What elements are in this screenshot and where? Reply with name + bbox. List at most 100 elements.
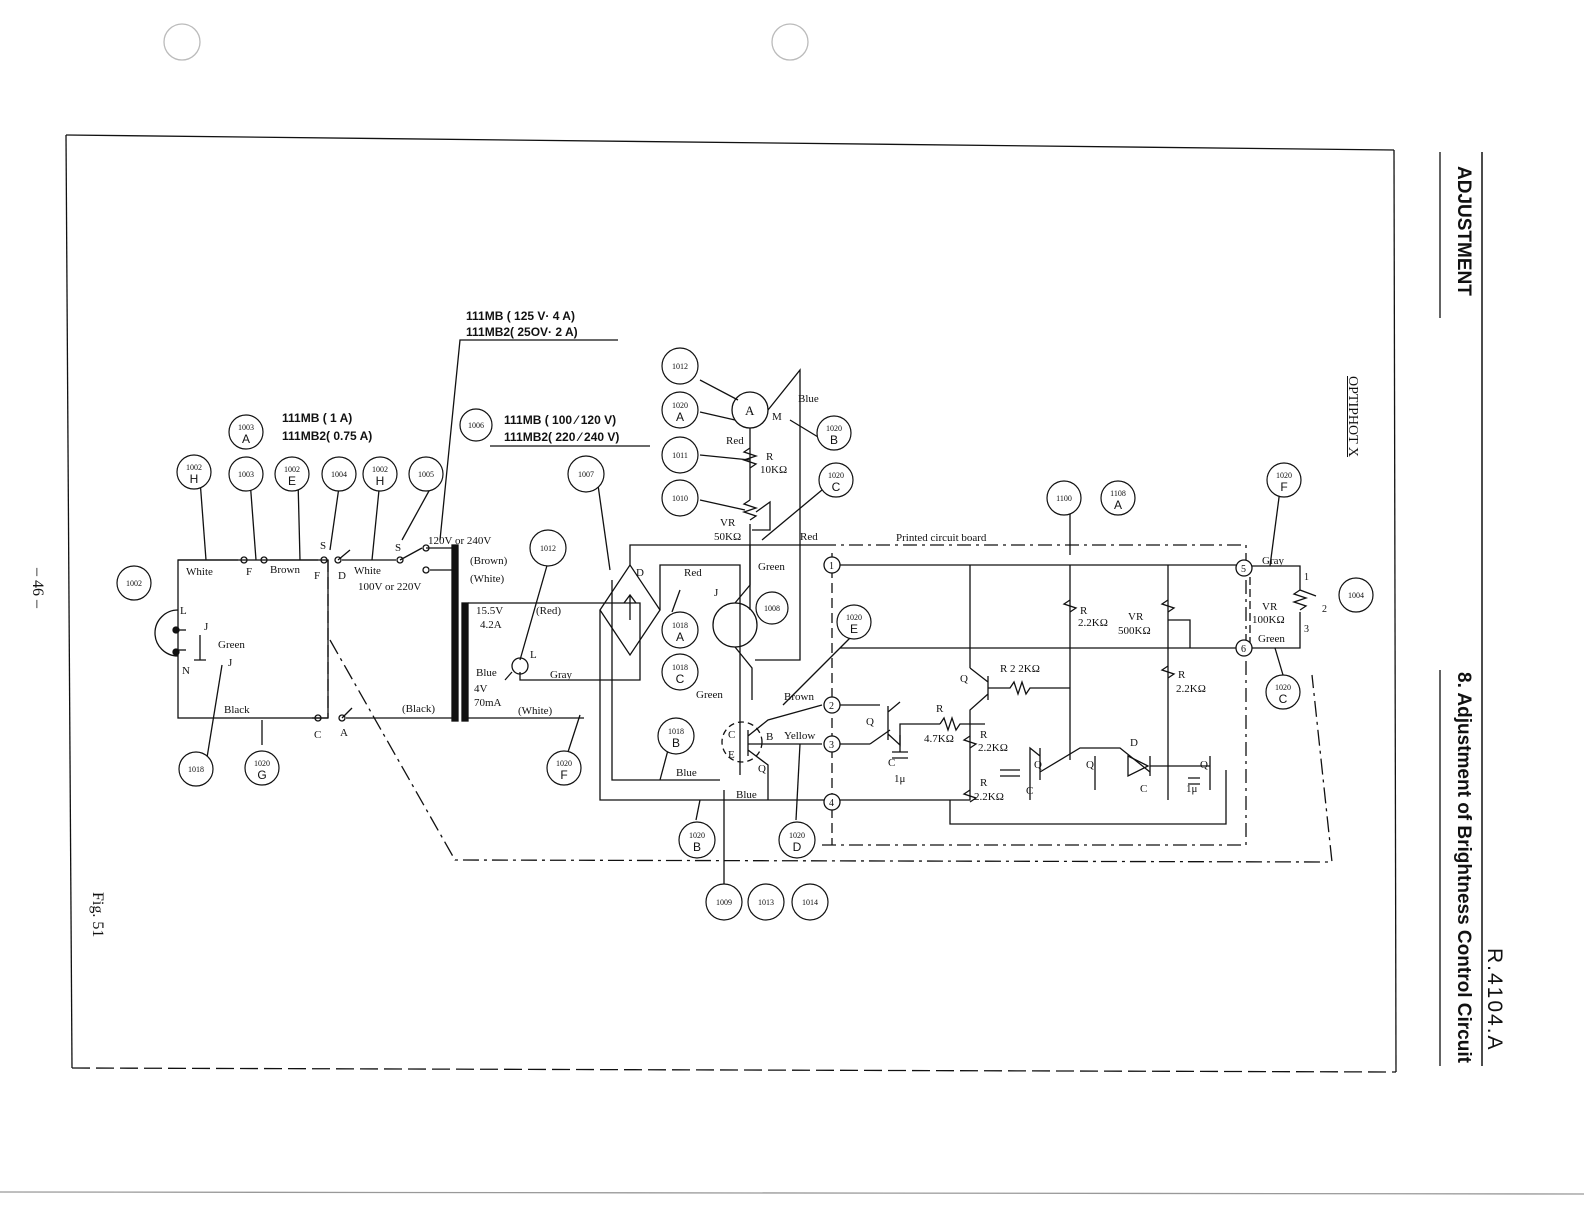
terminal-5: 5 [1241, 564, 1246, 575]
label-c2-value: 1μ [1186, 783, 1198, 795]
label-d: D [338, 570, 346, 582]
callout-number: 1009 [716, 898, 732, 907]
label-blue-bot2: Blue [736, 789, 757, 801]
callout-c1014: 1014 [791, 883, 829, 921]
callout-c1011: 1011 [661, 436, 699, 474]
callout-c1012a: 1012 [661, 347, 699, 385]
callout-number: 1007 [578, 470, 594, 479]
terminal-4: 4 [829, 798, 834, 809]
callout-letter: A [676, 410, 684, 424]
callout-number: 1004 [1348, 591, 1364, 600]
label-r2-value: 2 2KΩ [1010, 663, 1040, 675]
callout-number: 1020 [828, 471, 844, 480]
callout-c1005: 1005 [408, 456, 444, 492]
callout-letter: C [832, 480, 841, 494]
label-vr2-value: 100KΩ [1252, 614, 1285, 626]
callout-c1009: 1009 [705, 883, 743, 921]
label-q6: Q [1200, 759, 1208, 771]
fuse-small-line2: 111MB2( 0.75 A) [282, 429, 372, 443]
label-r1-value: 4.7KΩ [924, 733, 954, 745]
callout-c1008: 1008 [755, 591, 789, 625]
label-r3: R [1080, 605, 1088, 617]
label-red: Red [684, 567, 702, 579]
label-green3: Green [696, 689, 723, 701]
label-q3: Q [960, 673, 968, 685]
label-r5: R [980, 777, 988, 789]
label-70ma: 70mA [474, 697, 502, 709]
callout-number: 1002 [186, 463, 202, 472]
callout-letter: B [672, 736, 680, 750]
label-4v: 4V [474, 683, 488, 695]
callout-number: 1003 [238, 423, 254, 432]
callout-letter: G [257, 768, 266, 782]
callout-letter: D [793, 840, 802, 854]
callout-letter: C [676, 672, 685, 686]
label-r6: R [1178, 669, 1186, 681]
label-blue-top: Blue [798, 393, 819, 405]
label-r7: R [766, 451, 774, 463]
callout-number: 1010 [672, 494, 688, 503]
transformer-line2: 111MB2( 220 ⁄ 240 V) [504, 430, 619, 444]
terminal-1: 1 [829, 561, 834, 572]
callout-number: 1020 [689, 831, 705, 840]
label-black-paren: (Black) [402, 703, 435, 715]
label-f: F [314, 570, 320, 582]
callout-number: 1012 [672, 362, 688, 371]
callout-number: 1008 [764, 604, 780, 613]
callout-letter: A [1114, 498, 1122, 512]
label-r7-value: 10KΩ [760, 464, 787, 476]
label-vr3: VR [720, 517, 736, 529]
callout-letter: B [830, 433, 838, 447]
label-4-2a: 4.2A [480, 619, 502, 631]
callout-c1003: 1003 [228, 456, 264, 492]
pcb-label: Printed circuit board [896, 532, 987, 544]
label-white-paren: (White) [470, 573, 505, 585]
fuse-rating-line2: 111MB2( 25OV· 2 A) [466, 325, 578, 339]
label-j3: J [228, 657, 233, 669]
label-q1: Q [758, 763, 766, 775]
callout-number: 1020 [556, 759, 572, 768]
callout-number: 1011 [672, 451, 688, 460]
callout-number: 1013 [758, 898, 774, 907]
callout-c1002: 1002 [116, 565, 152, 601]
label-r6-value: 2.2KΩ [1176, 683, 1206, 695]
pot-pin-3: 3 [1304, 624, 1309, 635]
label-red-paren: (Red) [536, 605, 561, 617]
label-15-5v: 15.5V [476, 605, 503, 617]
callout-number: 1020 [789, 831, 805, 840]
label-a-term: A [340, 727, 348, 739]
label-r5-value: 2.2KΩ [974, 791, 1004, 803]
callout-number: 1004 [331, 470, 347, 479]
label-n: N [182, 665, 190, 677]
label-q2: Q [866, 716, 874, 728]
label-yellow: Yellow [784, 730, 815, 742]
callout-letter: F [1280, 480, 1287, 494]
callout-number: 1018 [668, 727, 684, 736]
callout-c1004b: 1004 [1338, 577, 1374, 613]
fuse-rating-line1: 111MB ( 125 V· 4 A) [466, 309, 575, 323]
label-white-paren2: (White) [518, 705, 553, 717]
label-c-pin: C [728, 729, 735, 741]
callout-letter: H [376, 474, 385, 488]
callout-letter: C [1279, 692, 1288, 706]
label-r1: R [936, 703, 944, 715]
label-meter: A [745, 403, 755, 418]
label-j1: J [204, 621, 209, 633]
callout-c1100: 1100 [1046, 480, 1082, 516]
label-green: Green [218, 639, 245, 651]
label-e-pin: E [728, 749, 735, 761]
label-q4: Q [1034, 759, 1042, 771]
callout-letter: E [850, 622, 858, 636]
callout-number: 1020 [846, 613, 862, 622]
label-blue: Blue [476, 667, 497, 679]
